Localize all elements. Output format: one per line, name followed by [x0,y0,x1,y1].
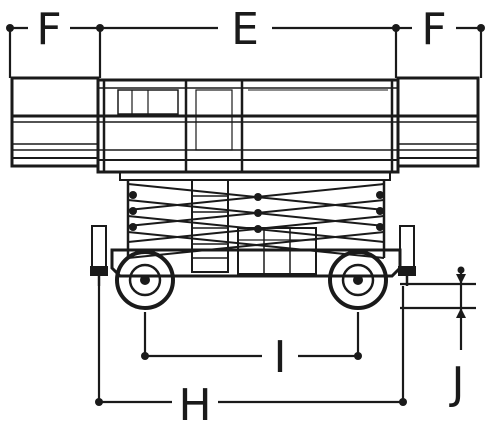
wheel-front [115,250,175,310]
outrigger-right [398,225,416,286]
dimension-label-j: J [449,358,465,409]
top-dimension-line [6,24,485,78]
dimension-label-h: H [178,380,211,422]
wheelbase-dimension-line [141,312,362,360]
outrigger-left [90,225,108,286]
chassis [90,225,416,286]
control-box [237,227,317,275]
platform-deck [10,76,480,174]
ground-clearance-dimension-line [400,266,476,350]
overall-length-dimension-line [95,286,407,406]
left-extension-deck [10,76,100,168]
dimension-label-f-right: F [421,4,446,55]
right-extension-deck [396,76,480,168]
dimension-label-i: I [274,332,287,383]
main-deck-guardrail [96,78,400,174]
dimension-label-f-left: F [36,4,61,55]
wheel-rear [328,250,388,310]
dimension-label-e: E [231,4,259,55]
